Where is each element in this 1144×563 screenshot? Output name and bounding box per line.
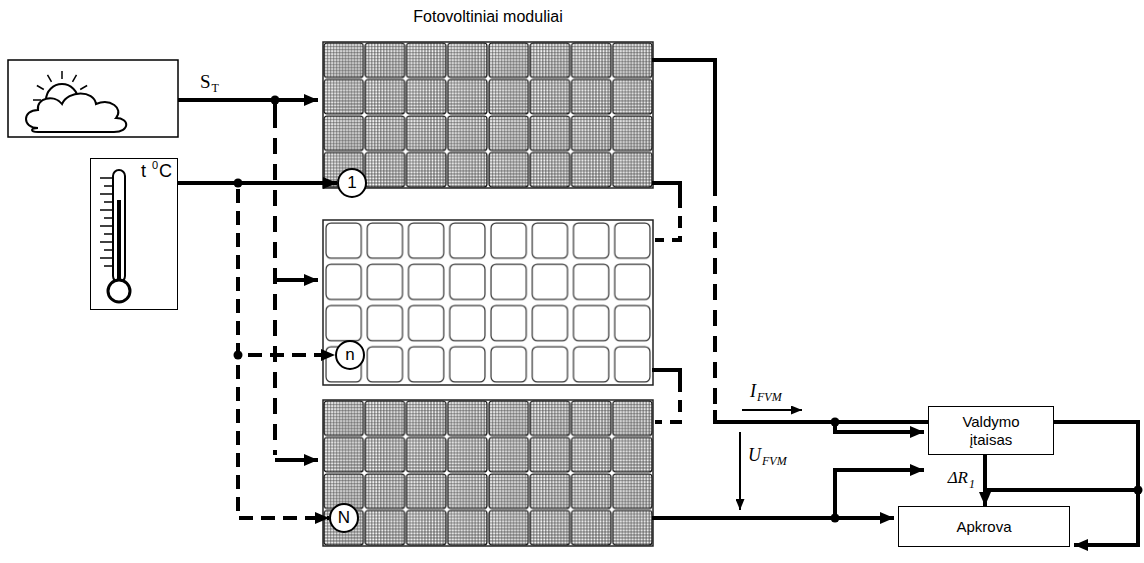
junction-dot (831, 418, 840, 427)
junction-dot (234, 96, 1143, 523)
signal-label: I (750, 382, 756, 402)
thermometer-icon (104, 185, 112, 187)
node-text: N (338, 508, 350, 528)
power-wire (652, 370, 680, 380)
weather-icon (33, 99, 41, 101)
signal-wire (275, 458, 318, 462)
node-text: Valdymo įtaisas (951, 413, 1031, 448)
power-wire (655, 380, 680, 422)
controller-box: Valdymo įtaisas (928, 406, 1054, 455)
thermometer-icon (100, 241, 112, 243)
module-number: 1 (337, 168, 367, 198)
power-wire (655, 196, 680, 240)
module-number: n (335, 340, 365, 370)
thermometer-icon (117, 200, 121, 282)
signal-wire (273, 112, 277, 455)
power-wire (713, 180, 717, 412)
thermometer-icon (100, 225, 112, 227)
weather-icon (73, 75, 77, 82)
power-wire (652, 60, 715, 180)
thermometer-icon (104, 201, 112, 203)
sensor-box: t0C (90, 158, 178, 310)
pv-module (323, 220, 653, 385)
node-text: 1 (347, 173, 356, 193)
thermometer-icon (104, 249, 112, 251)
measurement-arrow (742, 409, 802, 411)
measurement-arrow (740, 410, 802, 510)
pv-module (323, 400, 653, 546)
thermometer-icon (100, 193, 112, 195)
subscript-label: FVM (762, 455, 787, 468)
signal-wire (275, 278, 318, 282)
power-wire (652, 516, 894, 520)
weather-icon (8, 60, 178, 137)
junction-dot (271, 96, 280, 105)
load-box: Apkrova (898, 506, 1070, 547)
node-text: n (345, 345, 354, 365)
edge-label: ΔR (948, 469, 968, 488)
pv-module (323, 42, 653, 546)
node-text: Apkrova (956, 518, 1011, 535)
signal-wire (178, 100, 318, 460)
pv-module (323, 42, 653, 188)
signal-label: S (200, 72, 211, 93)
node-text: C (159, 161, 172, 182)
weather-icon (37, 86, 44, 90)
thermometer-icon (113, 170, 125, 282)
weather-icon (80, 86, 87, 90)
connector (178, 183, 335, 355)
weather-icon (8, 60, 178, 137)
connector (178, 183, 329, 518)
signal-label: U (748, 446, 761, 466)
thermometer-icon (108, 280, 130, 302)
thermometer-icon (100, 178, 112, 266)
subscript-label: 1 (969, 478, 975, 491)
weather-icon (61, 71, 63, 79)
subscript-label: T (212, 82, 219, 95)
weather-icon (26, 94, 126, 133)
junction-dot (1134, 486, 1143, 495)
thermometer-icon (100, 177, 112, 179)
power-wire (835, 422, 924, 432)
power-wire (652, 183, 680, 196)
thermometer-icon (100, 170, 130, 302)
module-number: N (329, 503, 359, 533)
thermometer-icon (100, 209, 112, 211)
thermometer-icon (104, 265, 112, 267)
subscript-label: FVM (757, 391, 782, 404)
power-wire (985, 488, 1138, 492)
node-text: 0 (152, 159, 158, 172)
thermometer-icon (104, 217, 112, 219)
junction-dot (831, 514, 840, 523)
signal-wire (178, 98, 318, 102)
thermometer-icon (104, 233, 112, 235)
thermometer-icon (100, 257, 112, 259)
diagram-title: Fotovoltiniai moduliai (323, 8, 653, 26)
power-wire (652, 60, 1138, 545)
connector (983, 455, 987, 506)
node-text: t (141, 161, 146, 182)
weather-icon (48, 75, 52, 82)
measurement-arrow (739, 432, 741, 510)
